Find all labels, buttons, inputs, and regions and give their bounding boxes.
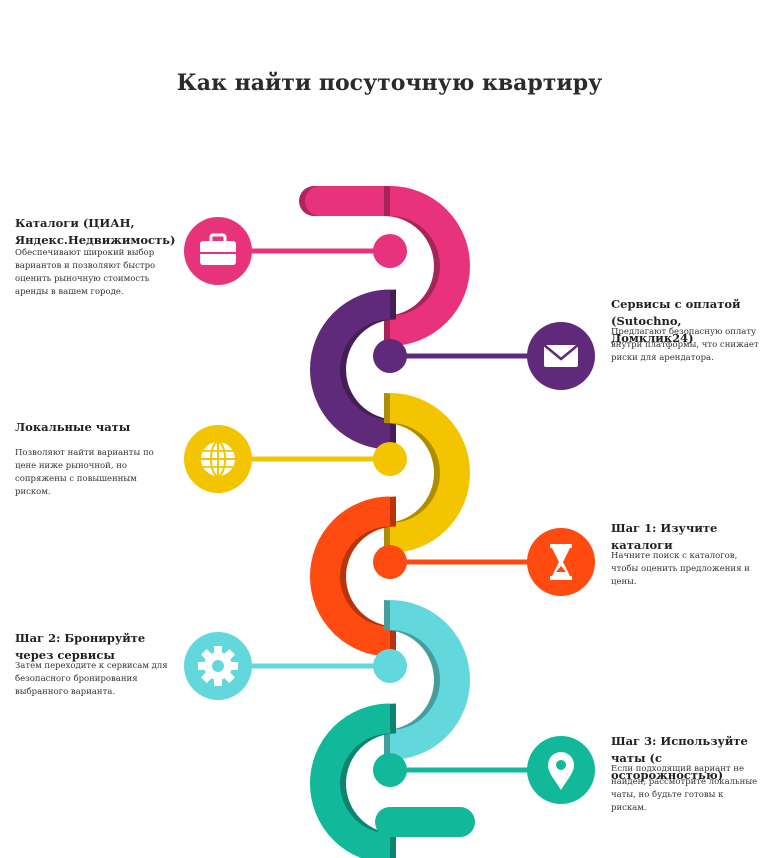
track-segment — [310, 289, 391, 450]
location-pin-icon — [548, 752, 574, 790]
gear-icon — [198, 646, 238, 686]
step-desc-use-chats: Если подходящий вариант не найден, рассм… — [611, 764, 758, 813]
track-segment — [389, 600, 470, 760]
step-title-use-chats: Шаг 3: Используйте чаты (с осторожностью… — [611, 734, 748, 782]
step-desc-study-catalogs: Начните поиск с каталогов, чтобы оценить… — [611, 551, 750, 587]
step-desc-paid-services: Предлагают безопасную оплату внутри плат… — [611, 327, 759, 363]
track-segment — [389, 393, 470, 553]
step-desc-book-services: Затем переходите к сервисам для безопасн… — [15, 661, 168, 697]
step-desc-catalogs: Обеспечивают широкий выбор вариантов и п… — [15, 248, 156, 297]
step-title-paid-services: Сервисы с оплатой (Sutochno, Домклик24) — [611, 297, 741, 345]
mail-icon — [543, 344, 579, 367]
globe-icon — [201, 441, 235, 477]
connector-dot — [373, 234, 407, 268]
step-title-catalogs: Каталоги (ЦИАН, Яндекс.Недвижимость) — [15, 216, 176, 247]
briefcase-icon — [200, 233, 236, 265]
hourglass-icon — [550, 544, 572, 580]
step-title-study-catalogs: Шаг 1: Изучите каталоги — [611, 521, 718, 552]
track-segment — [310, 496, 391, 657]
track-segment — [310, 703, 391, 858]
step-title-local-chats: Локальные чаты — [15, 420, 131, 434]
connector-dot — [373, 339, 407, 373]
step-desc-local-chats: Позволяют найти варианты по цене ниже ры… — [15, 448, 154, 497]
connectors — [184, 217, 595, 804]
page-title: Как найти посуточную квартиру — [176, 70, 603, 96]
connector-dot — [373, 753, 407, 787]
track-segment — [389, 186, 470, 346]
snake-track — [299, 186, 475, 858]
connector-dot — [373, 649, 407, 683]
connector-dot — [373, 545, 407, 579]
step-title-book-services: Шаг 2: Бронируйте через сервисы — [15, 631, 146, 662]
connector-dot — [373, 442, 407, 476]
